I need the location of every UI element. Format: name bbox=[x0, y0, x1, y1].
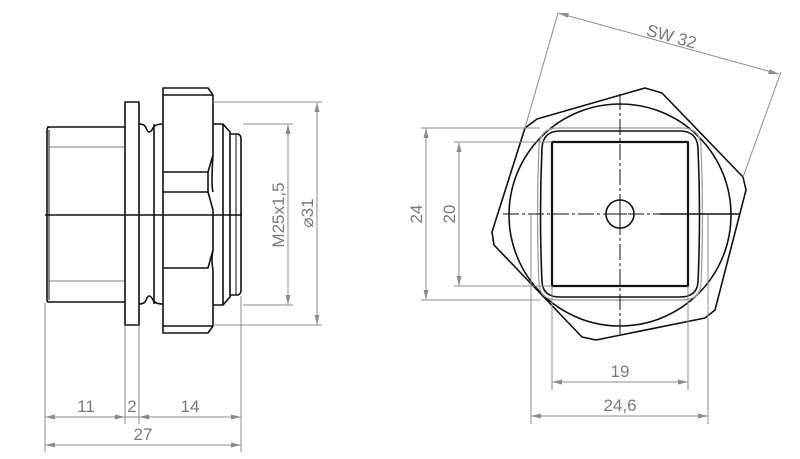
diameter-label: ⌀31 bbox=[298, 198, 317, 227]
extension-lines bbox=[44, 101, 322, 452]
inner-height-dimension: 20 bbox=[440, 142, 462, 286]
wrench-size-label: SW 32 bbox=[644, 21, 698, 53]
outer-height-label: 24 bbox=[407, 205, 426, 224]
front-extension-lines bbox=[421, 127, 709, 424]
inner-height-label: 20 bbox=[440, 205, 459, 224]
length-dimensions: 11 2 14 bbox=[45, 397, 241, 420]
hex-nut bbox=[162, 87, 214, 334]
outer-width-label: 24,6 bbox=[603, 396, 636, 415]
length-body-label: 11 bbox=[77, 397, 95, 416]
side-view: M25x1,5 ⌀31 11 2 14 27 bbox=[44, 87, 322, 452]
diameter-dimension: ⌀31 bbox=[298, 102, 320, 325]
rounded-square-outer bbox=[536, 127, 704, 301]
thread-dimension: M25x1,5 bbox=[269, 124, 291, 305]
center-mark bbox=[605, 199, 635, 229]
length-flange-label: 2 bbox=[127, 397, 136, 416]
total-length-dimension: 27 bbox=[45, 425, 241, 448]
length-thread-label: 14 bbox=[181, 397, 200, 416]
groove-section bbox=[138, 123, 164, 305]
outer-width-dimension: 24,6 bbox=[531, 396, 708, 419]
outer-height-dimension: 24 bbox=[407, 128, 429, 300]
total-length-label: 27 bbox=[134, 425, 153, 444]
inner-width-dimension: 19 bbox=[552, 362, 688, 385]
inner-width-label: 19 bbox=[611, 362, 630, 381]
flange bbox=[124, 101, 140, 326]
front-view: SW 32 24 20 bbox=[407, 12, 782, 424]
thread-label: M25x1,5 bbox=[269, 182, 288, 247]
rounded-square-inner bbox=[539, 130, 701, 298]
wrench-size-dimension: SW 32 bbox=[524, 12, 782, 178]
